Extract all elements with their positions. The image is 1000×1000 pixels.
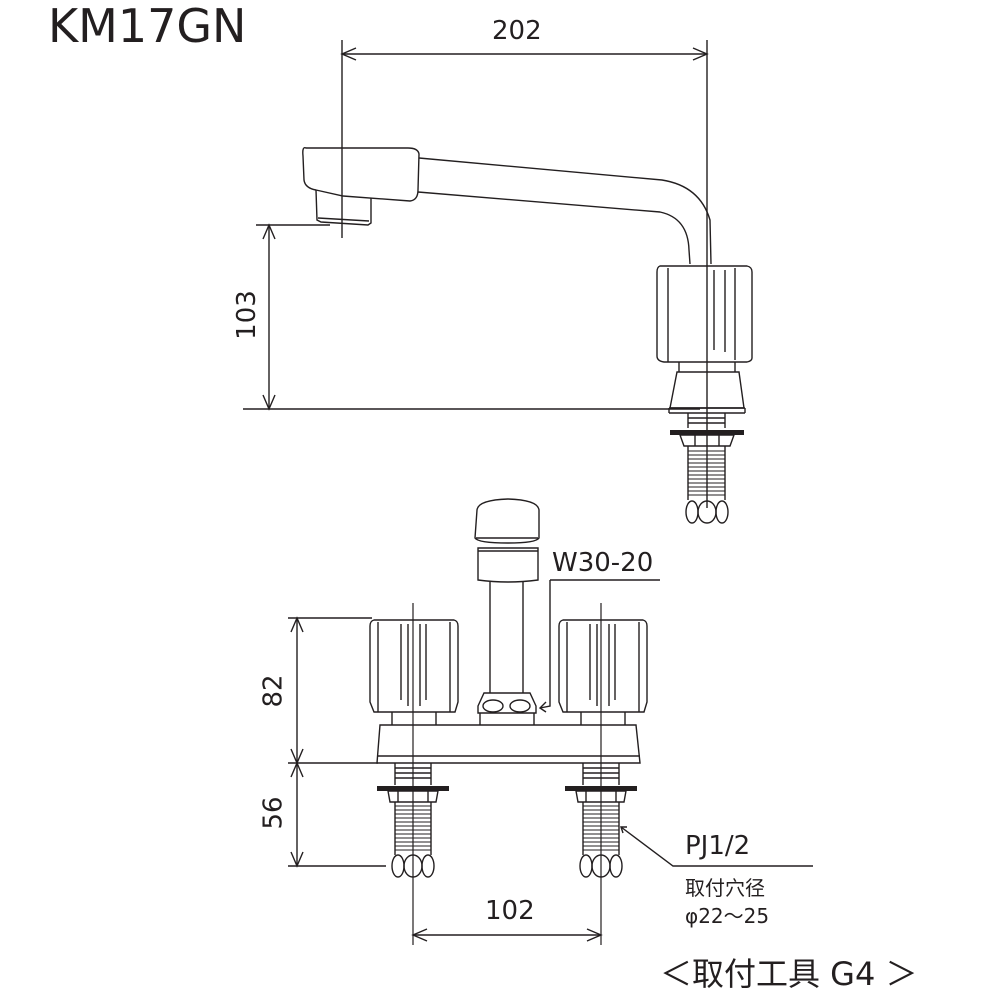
outlet-thread-label: W30-20 [552, 548, 654, 578]
dimension-202 [340, 40, 709, 508]
front-view [288, 498, 813, 945]
front-base [376, 724, 641, 764]
connection-callout-leader [620, 826, 813, 867]
side-view [243, 40, 753, 524]
dimension-label-shank-length: 56 [258, 796, 289, 830]
right-shank [565, 763, 637, 878]
mounting-tool-note: ＜取付工具 G4 ＞ [660, 955, 918, 993]
dimension-label-handle-height: 82 [258, 674, 289, 708]
dimension-102 [411, 928, 603, 942]
mounting-hole-size: φ22～25 [685, 904, 770, 928]
right-handle [558, 619, 648, 725]
connection-thread-label: PJ1/2 [685, 831, 751, 861]
left-handle [369, 619, 459, 725]
mounting-hole-label: 取付穴径 [685, 876, 765, 900]
left-shank [377, 763, 449, 878]
front-outlet [474, 498, 540, 725]
dimension-label-spout-height: 103 [231, 290, 262, 340]
outlet-callout-leader [538, 579, 660, 713]
spout [302, 146, 712, 265]
dimension-label-reach: 202 [492, 16, 542, 46]
model-number-title: KM17GN [48, 0, 247, 53]
side-shank [670, 413, 744, 524]
dimension-103 [243, 223, 700, 411]
dimension-label-center-distance: 102 [485, 896, 535, 926]
side-body [656, 265, 753, 414]
dimension-82-56 [288, 616, 386, 868]
